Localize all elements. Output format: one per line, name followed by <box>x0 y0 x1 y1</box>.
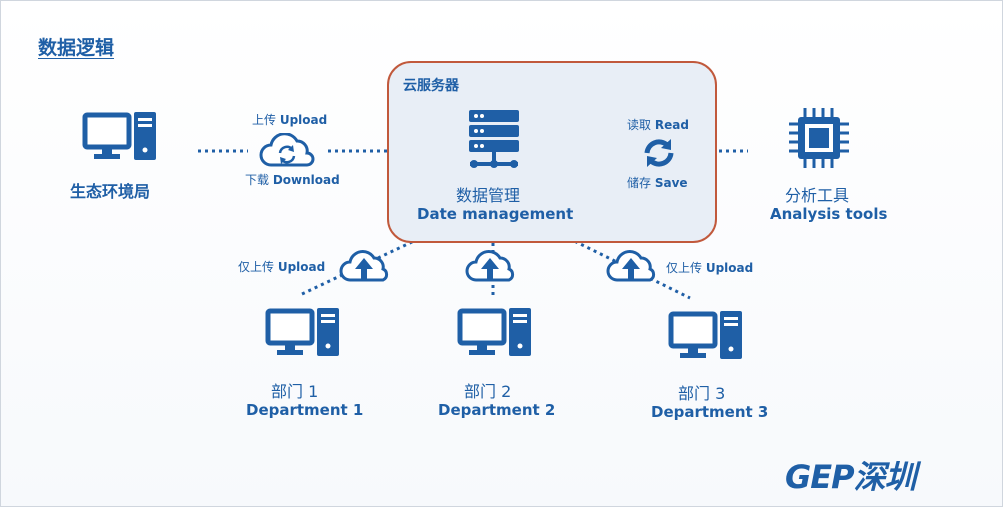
computer-icon-dept-1 <box>265 308 341 360</box>
cloud-server-title: 云服务器 <box>403 78 459 94</box>
cloud-upload-icon-3 <box>606 248 656 288</box>
ecology-bureau-label: 生态环境局 <box>70 182 151 201</box>
download-label: 下载 Download <box>245 173 340 187</box>
computer-icon-dept-2 <box>457 308 533 360</box>
analysis-tools-label-en: Analysis tools <box>770 205 888 223</box>
department-3-label-zh: 部门 3 <box>678 384 726 403</box>
cloud-sync-icon <box>259 132 315 173</box>
department-2-label-en: Department 2 <box>438 401 556 419</box>
analysis-tools-label-zh: 分析工具 <box>785 186 850 205</box>
sync-icon <box>640 136 678 174</box>
read-label: 读取 Read <box>627 118 689 132</box>
gep-shenzhen-logo: GEP深圳 <box>785 458 917 496</box>
cloud-upload-icon-1 <box>339 248 389 288</box>
server-icon <box>466 108 522 176</box>
department-2-label-zh: 部门 2 <box>464 382 512 401</box>
department-3-label-en: Department 3 <box>651 403 769 421</box>
processor-chip-icon <box>787 106 851 174</box>
department-1-label-en: Department 1 <box>246 401 364 419</box>
upload-only-label-3: 仅上传 Upload <box>666 261 754 275</box>
computer-icon-dept-3 <box>668 311 744 363</box>
department-1-label-zh: 部门 1 <box>271 382 319 401</box>
cloud-upload-icon-2 <box>465 248 515 288</box>
upload-label: 上传 Upload <box>252 113 328 127</box>
computer-icon <box>82 112 158 164</box>
save-label: 储存 Save <box>627 176 688 190</box>
page-title: 数据逻辑 <box>38 37 115 59</box>
data-management-label-zh: 数据管理 <box>456 186 521 205</box>
cloud-server-box: 云服务器 <box>387 61 717 243</box>
data-management-label-en: Date management <box>417 205 574 223</box>
upload-only-label-1: 仅上传 Upload <box>238 260 326 274</box>
